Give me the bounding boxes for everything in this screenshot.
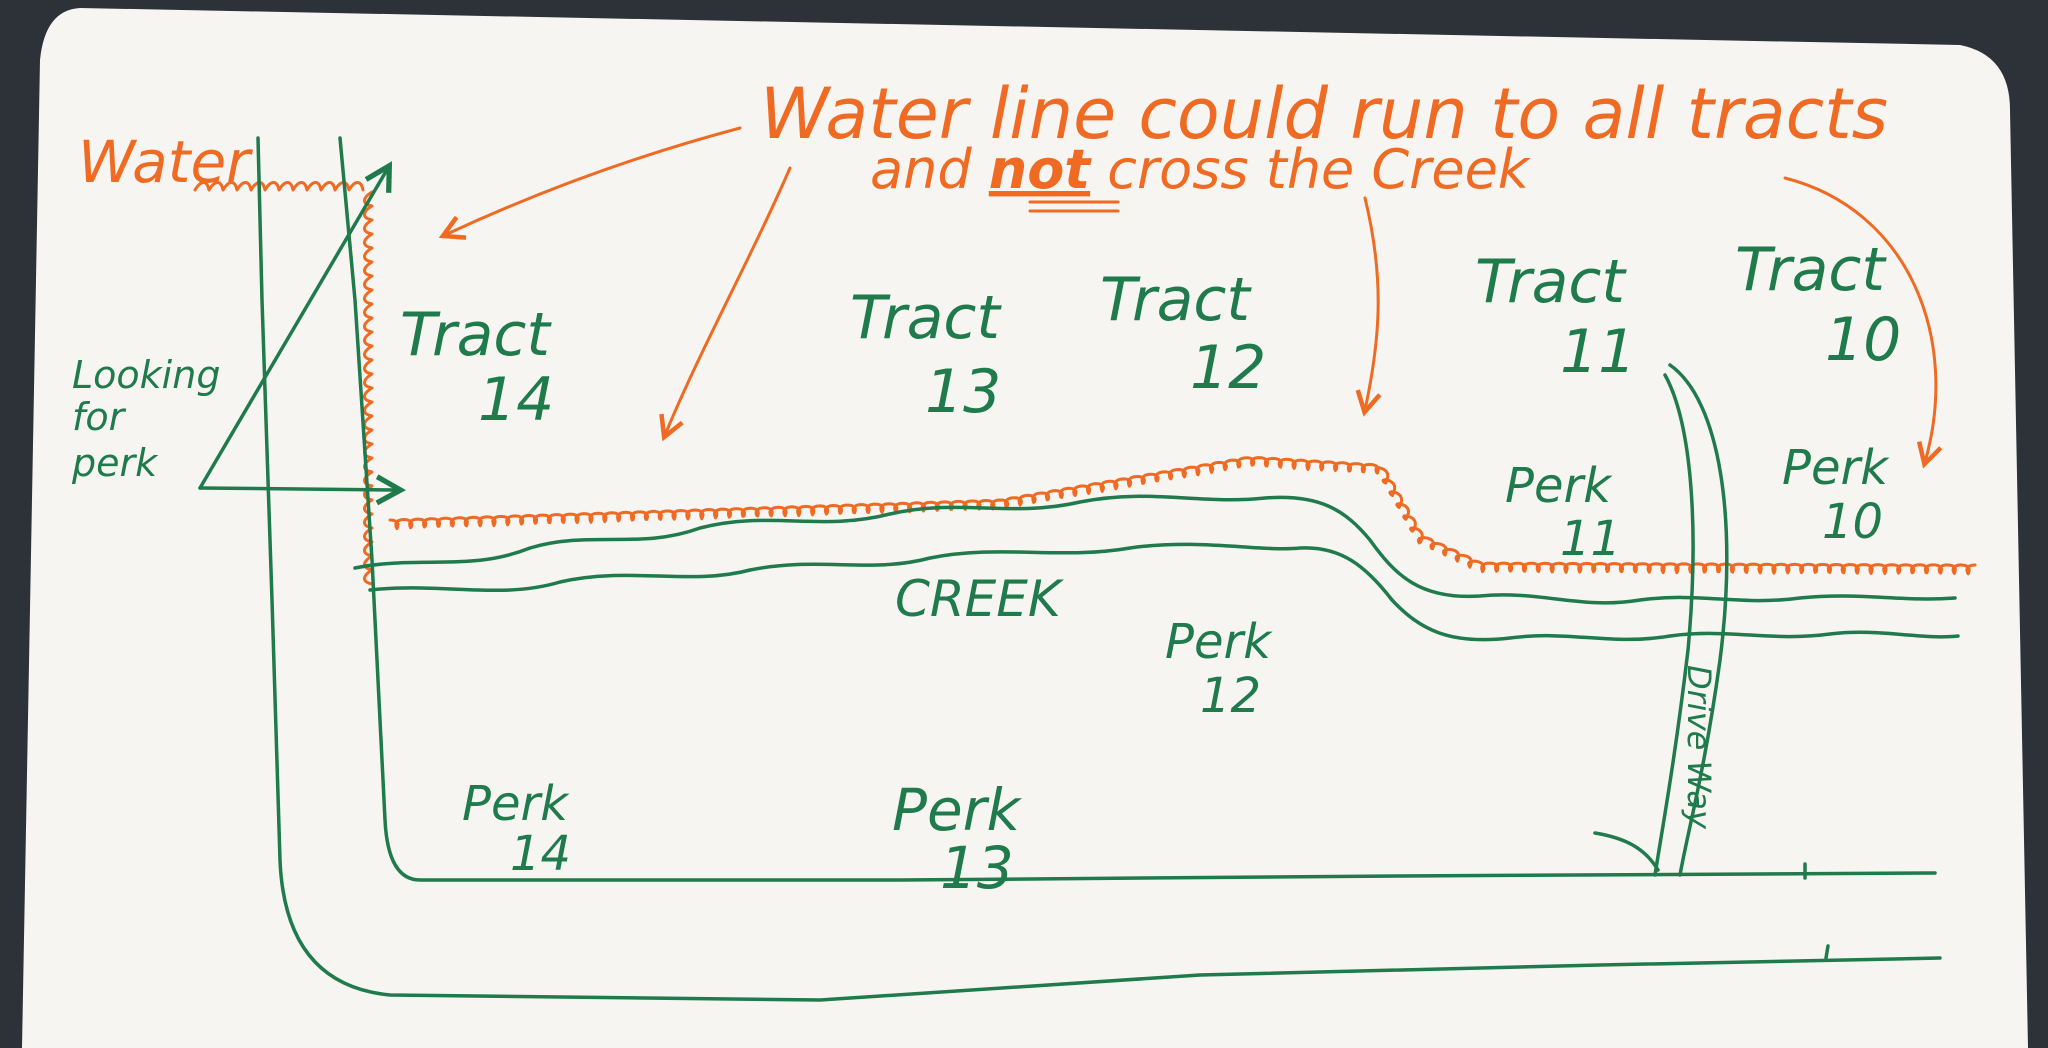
perk-12-number: 12 xyxy=(1200,668,1261,724)
water-pipe-vertical xyxy=(363,190,374,586)
tract-11-number: 11 xyxy=(1560,317,1636,387)
water-pipe-top xyxy=(193,181,365,192)
perk-label-11: Perk 11 xyxy=(1505,458,1621,567)
perk-label-14: Perk 14 xyxy=(462,776,571,882)
perk-triangle-diagonal xyxy=(198,168,388,490)
looking-for-perk-label: Looking for perk xyxy=(71,353,233,485)
looking-line-2: for xyxy=(72,395,127,439)
perk-11-number: 11 xyxy=(1560,511,1621,567)
driveway-edge-left xyxy=(1653,373,1695,877)
arrow-to-main-line xyxy=(665,166,792,435)
heading-line-2: and not cross the Creek xyxy=(870,138,1532,201)
driveway-curve xyxy=(1593,831,1660,872)
driveway-label: Drive Way xyxy=(1680,665,1718,830)
looking-line-3: perk xyxy=(71,441,159,485)
looking-line-1: Looking xyxy=(72,353,220,397)
tract-12-word: Tract xyxy=(1100,265,1252,335)
perk-label-12: Perk 12 xyxy=(1165,614,1273,724)
tract-label-12: Tract 12 xyxy=(1100,265,1266,403)
perk-triangle-base xyxy=(198,488,398,490)
perk-11-word: Perk xyxy=(1505,458,1613,514)
property-tick-2 xyxy=(1824,944,1830,960)
arrow-to-tract-11-line xyxy=(1365,196,1378,410)
tract-label-13: Tract 13 xyxy=(850,283,1002,427)
property-line-outer xyxy=(256,136,1942,1002)
tract-14-word: Tract xyxy=(400,300,552,370)
property-line-inner xyxy=(338,136,1937,882)
perk-13-word: Perk xyxy=(892,776,1023,844)
perk-14-word: Perk xyxy=(462,776,570,832)
perk-12-word: Perk xyxy=(1165,614,1273,670)
heading-line-1: Water line could run to all tracts xyxy=(760,73,1888,155)
perk-label-10: Perk 10 xyxy=(1782,440,1890,550)
creek-bank-bottom xyxy=(368,542,1960,642)
creek-bank-top xyxy=(353,494,1957,605)
perk-14-number: 14 xyxy=(510,826,571,882)
water-pipe-main xyxy=(388,456,1977,576)
perk-label-13: Perk 13 xyxy=(892,776,1023,902)
tract-10-number: 10 xyxy=(1825,305,1901,375)
tract-label-11: Tract 11 xyxy=(1475,247,1636,387)
heading-line-2-start: and xyxy=(870,138,989,201)
water-label: Water xyxy=(78,128,253,196)
tract-11-word: Tract xyxy=(1475,247,1627,317)
tract-13-word: Tract xyxy=(850,283,1002,353)
perk-10-number: 10 xyxy=(1822,494,1883,550)
paper-sheet xyxy=(22,8,2028,1048)
arrow-to-tract-10-line xyxy=(1783,176,1936,462)
creek-label: CREEK xyxy=(895,570,1065,628)
perk-13-number: 13 xyxy=(940,834,1014,902)
tract-10-word: Tract xyxy=(1735,235,1887,305)
arrow-to-water-line xyxy=(445,126,742,235)
tract-label-14: Tract 14 xyxy=(400,300,554,435)
heading-line-2-end: cross the Creek xyxy=(1090,138,1532,201)
perk-10-word: Perk xyxy=(1782,440,1890,496)
heading-emphasis: not xyxy=(989,138,1093,201)
tract-14-number: 14 xyxy=(478,365,554,435)
driveway-edge-right xyxy=(1668,363,1729,877)
tract-label-10: Tract 10 xyxy=(1735,235,1901,375)
tract-13-number: 13 xyxy=(925,357,1001,427)
tract-12-number: 12 xyxy=(1190,333,1266,403)
